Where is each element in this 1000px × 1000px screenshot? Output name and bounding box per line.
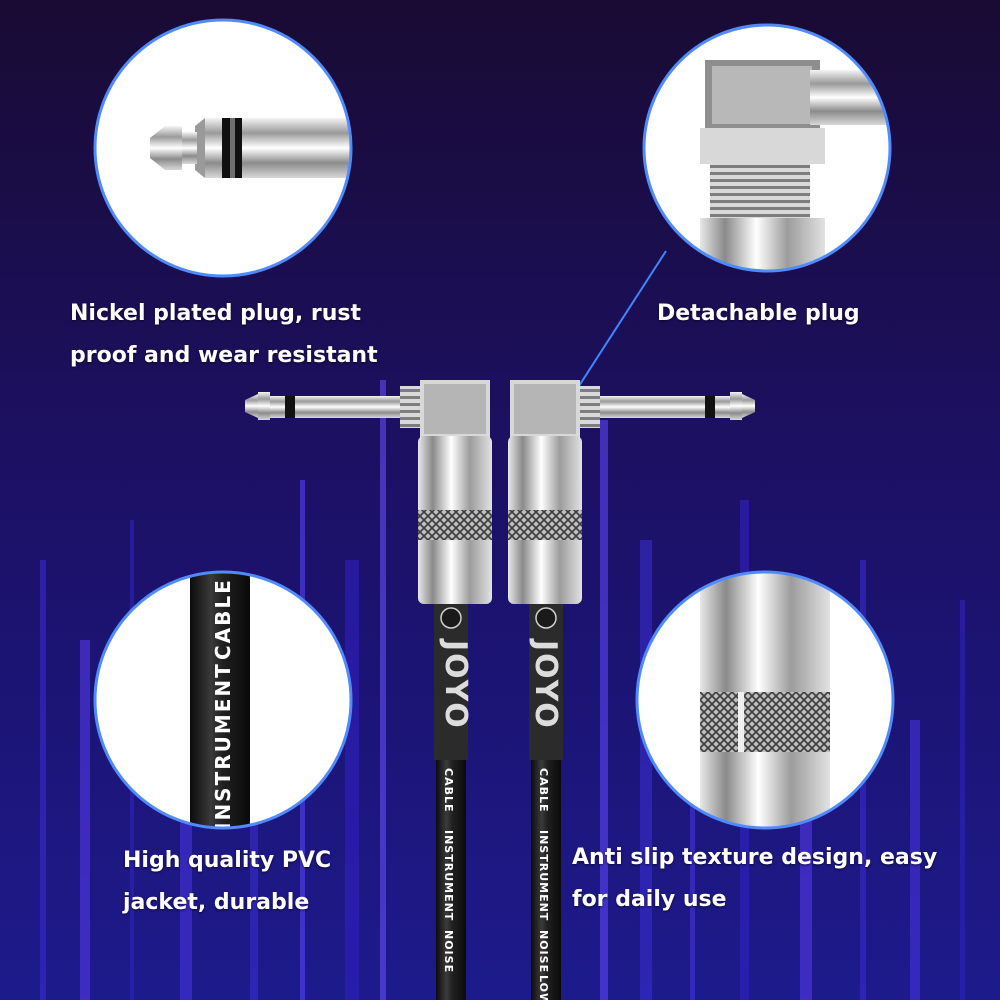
cable-print-cable-left: CABLE: [442, 768, 455, 813]
caption-anti-slip: Anti slip texture design, easy for daily…: [572, 837, 937, 921]
jacket-print-cable: CABLE: [211, 578, 235, 660]
caption-nickel-line1: Nickel plated plug, rust: [70, 301, 361, 326]
caption-nickel-line2: proof and wear resistant: [70, 343, 378, 368]
knurled-texture-icon: [635, 570, 895, 830]
cable-print-low-right: LOW: [537, 975, 550, 1000]
patch-cable-left: JOYO CABLE INSTRUMENT NOISE: [245, 380, 492, 1000]
caption-pvc-jacket: High quality PVC jacket, durable: [123, 840, 331, 924]
caption-detachable: Detachable plug: [657, 293, 860, 335]
caption-antislip-line1: Anti slip texture design, easy: [572, 845, 938, 870]
cable-print-instrument-right: INSTRUMENT: [537, 830, 550, 921]
caption-nickel-plated: Nickel plated plug, rust proof and wear …: [70, 293, 378, 377]
cable-brand-right: JOYO: [528, 638, 563, 730]
cable-print-instrument-left: INSTRUMENT: [442, 830, 455, 921]
caption-pvc-line1: High quality PVC: [123, 848, 332, 873]
detachable-plug-icon: [642, 23, 892, 273]
caption-pvc-line2: jacket, durable: [123, 890, 310, 915]
cable-print-noise-right: NOISE: [537, 930, 550, 973]
caption-antislip-line2: for daily use: [572, 887, 727, 912]
cable-brand-left: JOYO: [438, 638, 473, 730]
cable-print-cable-right: CABLE: [537, 768, 550, 813]
patch-cable-right: JOYO CABLE INSTRUMENT NOISE LOW: [508, 380, 755, 1000]
caption-detachable-line1: Detachable plug: [657, 301, 860, 326]
nickel-plug-tip-icon: [93, 18, 353, 278]
pvc-jacket-icon: CABLE INSTRUMENT: [93, 570, 353, 830]
jacket-print-instrument: INSTRUMENT: [211, 662, 235, 830]
cable-print-noise-left: NOISE: [442, 930, 455, 973]
